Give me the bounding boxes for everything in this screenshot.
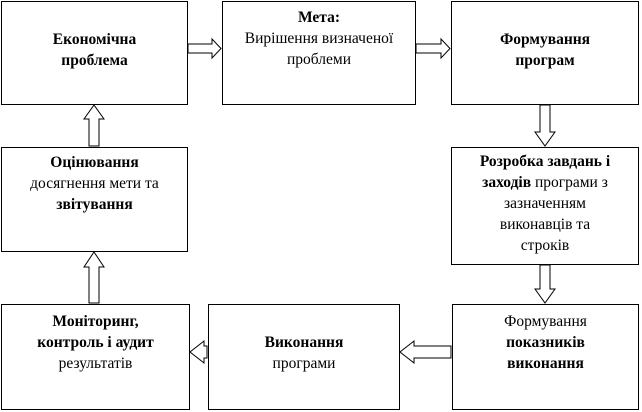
text-segment: досягнення мети та — [30, 175, 159, 192]
text-segment: Оцінювання — [50, 154, 139, 171]
box-goal: Мета: Вирішення визначеної проблеми — [222, 1, 416, 105]
box-text-line: заходів програми з — [452, 172, 638, 193]
text-segment: контроль і аудит — [37, 334, 154, 351]
text-segment: результатів — [58, 355, 133, 372]
box-text-line: програми — [209, 353, 399, 374]
text-segment: виконавців та — [499, 216, 591, 233]
box-text-line: результатів — [2, 353, 189, 374]
box-task-development: Розробка завдань і заходів програми з зазн… — [451, 147, 639, 265]
box-text-line: виконавців та — [452, 214, 638, 235]
text-segment: програми з — [531, 174, 608, 191]
arrow-right-goal-to-programs — [415, 37, 451, 60]
box-text-line: Виконання — [209, 332, 399, 353]
box-text-line: строків — [452, 235, 638, 256]
text-segment: зазначенням — [504, 195, 586, 212]
text-segment: Формування — [504, 313, 587, 330]
text-segment: Виконання — [264, 334, 344, 351]
text-segment: заходів — [482, 174, 532, 191]
arrow-right-problem-to-goal — [187, 37, 222, 60]
box-program-formation: Формування програм — [451, 1, 639, 105]
arrow-down-tasks-to-indicators — [534, 264, 556, 304]
box-text-line: досягнення мети та — [2, 173, 187, 194]
box-text-line: Економічна — [2, 29, 187, 50]
box-indicator-formation: Формування показників виконання — [452, 304, 639, 410]
text-segment: програми — [272, 355, 336, 372]
arrow-up-monitoring-to-evaluation — [83, 251, 105, 304]
box-execution: Виконання програми — [208, 304, 400, 410]
box-economic-problem: Економічна проблема — [1, 1, 188, 105]
box-text-line: Формування — [452, 29, 638, 50]
text-segment: проблеми — [286, 51, 351, 68]
box-evaluation: Оцінювання досягнення мети та звітування — [1, 147, 188, 252]
text-segment: Розробка завдань і — [479, 153, 611, 170]
text-segment: виконання — [507, 355, 584, 372]
arrow-down-programs-to-tasks — [534, 104, 556, 147]
text-segment: Вирішення визначеної — [244, 30, 394, 47]
box-text-line: виконання — [453, 353, 638, 374]
box-text-line: зазначенням — [452, 193, 638, 214]
box-text-line: Моніторинг, — [2, 311, 189, 332]
box-text-line: контроль і аудит — [2, 332, 189, 353]
box-text-line: Оцінювання — [2, 152, 187, 173]
arrow-up-evaluation-to-problem — [83, 104, 105, 147]
text-segment: програм — [515, 52, 575, 69]
box-text-line: Вирішення визначеної — [223, 28, 415, 49]
box-text-line: Мета: — [223, 7, 415, 28]
text-segment: Економічна — [52, 31, 137, 48]
text-segment: звітування — [56, 196, 133, 213]
box-text-line: звітування — [2, 194, 187, 215]
box-text-line: Формування — [453, 311, 638, 332]
text-segment: Формування — [499, 31, 591, 48]
text-segment: Моніторинг, — [52, 313, 139, 330]
box-text-line: показників — [453, 332, 638, 353]
box-text-line: Розробка завдань і — [452, 151, 638, 172]
text-segment: строків — [520, 237, 570, 254]
arrow-left-indicators-to-execution — [399, 339, 452, 365]
box-text-line: програм — [452, 50, 638, 71]
text-segment: показників — [506, 334, 585, 351]
box-text-line: проблема — [2, 50, 187, 71]
box-monitoring: Моніторинг, контроль і аудит результатів — [1, 304, 190, 410]
text-segment: проблема — [61, 52, 128, 69]
arrow-left-execution-to-monitoring — [189, 339, 208, 365]
box-text-line: проблеми — [223, 49, 415, 70]
text-segment: Мета: — [297, 9, 341, 26]
